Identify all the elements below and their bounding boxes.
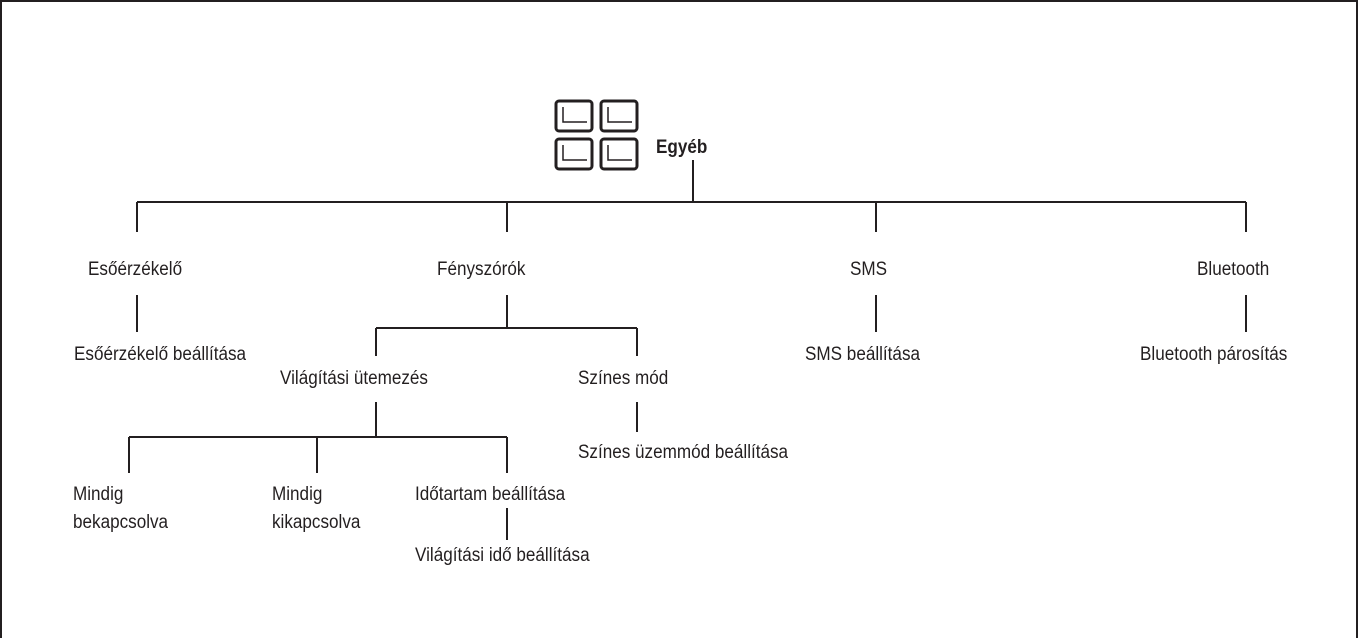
four-windows-grid-icon (554, 99, 639, 171)
node-rain-settings: Esőérzékelő beállítása (74, 344, 247, 365)
node-bluetooth: Bluetooth (1197, 259, 1270, 280)
node-sms: SMS (850, 259, 888, 280)
node-color-mode: Színes mód (578, 368, 669, 389)
node-color-mode-settings: Színes üzemmód beállítása (578, 442, 789, 463)
node-sms-settings: SMS beállítása (805, 344, 921, 365)
node-duration-settings: Időtartam beállítása (415, 484, 566, 505)
node-bluetooth-pairing: Bluetooth párosítás (1140, 344, 1288, 365)
node-always-on-line2: bekapcsolva (73, 512, 169, 533)
node-lighting-schedule: Világítási ütemezés (280, 368, 428, 389)
node-always-on-line1: Mindig (73, 484, 124, 505)
node-lighting-time-settings: Világítási idő beállítása (415, 545, 590, 566)
node-always-off-line2: kikapcsolva (272, 512, 361, 533)
root-label: Egyéb (656, 137, 708, 158)
node-rain: Esőérzékelő (88, 259, 183, 280)
node-always-off-line1: Mindig (272, 484, 323, 505)
node-lights: Fényszórók (437, 259, 526, 280)
